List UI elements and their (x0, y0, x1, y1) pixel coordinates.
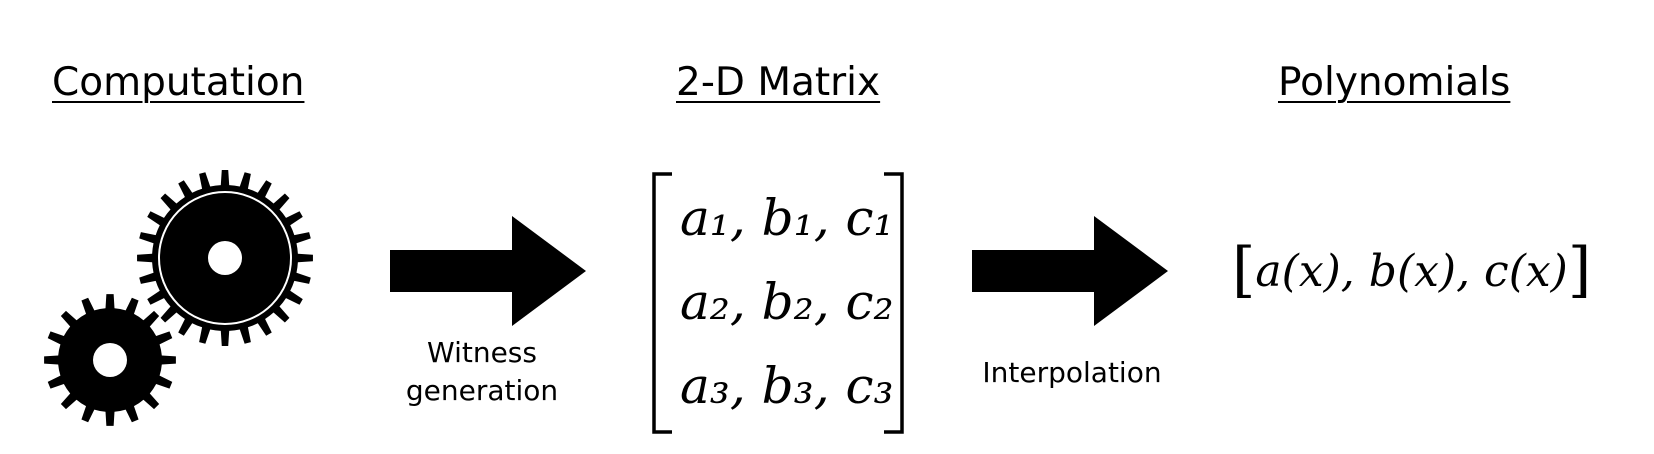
matrix: a₁, b₁, c₁ a₂, b₂, c₂ a₃, b₃, c₃ (650, 172, 906, 434)
gears-icon (44, 170, 313, 426)
large-gear-icon (137, 170, 313, 346)
right-arrow-icon (972, 216, 1168, 326)
right-bracket (884, 172, 904, 434)
matrix-row: a₃, b₃, c₃ (680, 357, 894, 415)
polynomial-vector: [a(x), b(x), c(x)] (1232, 230, 1591, 310)
matrix-row: a₁, b₁, c₁ (680, 189, 894, 247)
small-gear-icon (44, 294, 176, 426)
witness-label-line1: Witness (427, 336, 537, 369)
polynomials-heading: Polynomials (1278, 60, 1511, 105)
right-bracket: ] (1567, 235, 1592, 305)
computation-heading: Computation (52, 60, 305, 105)
polynomial-list: a(x), b(x), c(x) (1255, 246, 1568, 297)
right-arrow-icon (390, 216, 586, 326)
interpolation-label: Interpolation (982, 356, 1162, 389)
matrix-row: a₂, b₂, c₂ (680, 273, 894, 331)
matrix-heading: 2-D Matrix (676, 60, 881, 105)
witness-label-line2: generation (405, 374, 559, 407)
left-bracket (652, 172, 672, 434)
left-bracket: [ (1232, 235, 1256, 305)
witness-generation-label: Witness generation (392, 334, 572, 410)
